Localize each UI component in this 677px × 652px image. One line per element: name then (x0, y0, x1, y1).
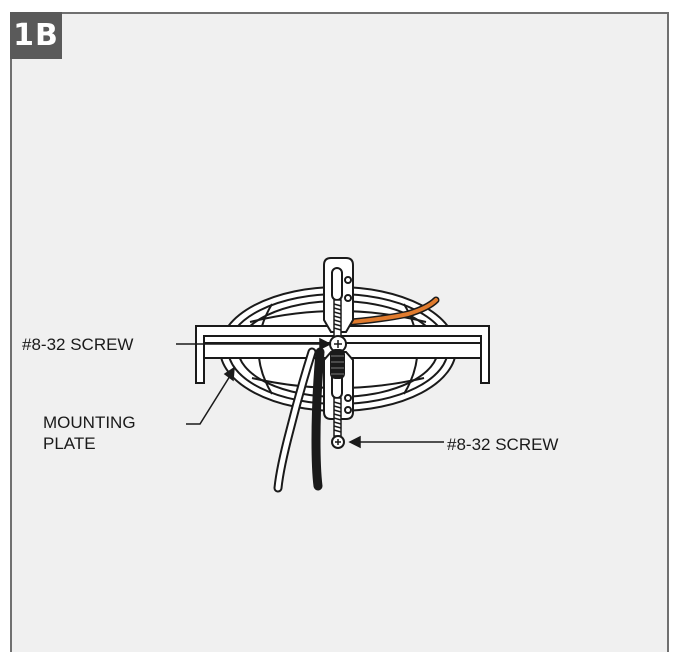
leader-lines (176, 337, 444, 449)
mounting-plate-callout-line1: MOUNTING (43, 413, 136, 432)
mounting-plate-callout-line2: PLATE (43, 434, 96, 453)
mounting-plate-callout: MOUNTING PLATE (43, 412, 136, 454)
upper-screw-callout: #8-32 SCREW (22, 335, 134, 354)
hanging-wires (273, 347, 325, 493)
step-badge: 1B (10, 12, 62, 59)
lower-screw (331, 397, 345, 449)
mounting-plate (195, 325, 490, 384)
center-stud (330, 349, 345, 379)
lower-screw-callout: #8-32 SCREW (447, 435, 559, 454)
